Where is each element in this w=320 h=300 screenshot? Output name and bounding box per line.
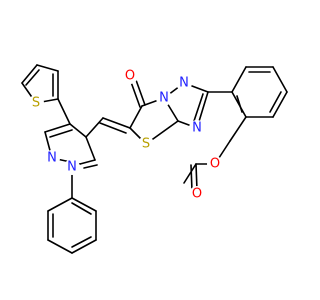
atom-s-thiophene: S	[28, 95, 44, 111]
atom-n-bridge-label: N	[159, 91, 169, 106]
atom-n-pyrazole-phenyl-label: N	[67, 160, 77, 175]
atom-n-pyrazole-left-label: N	[47, 151, 57, 166]
atom-o-ketone-label: O	[125, 69, 135, 84]
chemical-structure: O N N N S S N N O O	[21, 64, 288, 254]
atom-s-thiazole-label: S	[142, 137, 150, 152]
thiophene-bonds	[21, 64, 71, 125]
atom-o-ester: O	[207, 156, 223, 172]
atom-n-pyrazole-left: N	[44, 150, 60, 166]
atom-n-triazole-bottom-label: N	[192, 121, 202, 136]
n-phenyl-bonds	[47, 166, 97, 254]
atom-o-ketone: O	[122, 68, 138, 84]
atom-n-triazole-top: N	[176, 75, 192, 91]
atom-s-thiophene-label: S	[32, 96, 40, 111]
atom-s-thiazole: S	[138, 136, 154, 152]
methylidene-bonds	[85, 117, 131, 138]
aryl-bonds	[207, 66, 288, 118]
atom-n-pyrazole-phenyl: N	[64, 159, 80, 175]
atom-o-carbonyl-label: O	[192, 187, 202, 202]
atom-o-carbonyl: O	[189, 186, 205, 202]
atom-o-ester-label: O	[210, 157, 220, 172]
atom-n-triazole-top-label: N	[179, 76, 189, 91]
pyrazole-bonds	[44, 123, 98, 169]
atom-n-triazole-bottom: N	[189, 120, 205, 136]
atom-n-bridge: N	[156, 90, 172, 106]
